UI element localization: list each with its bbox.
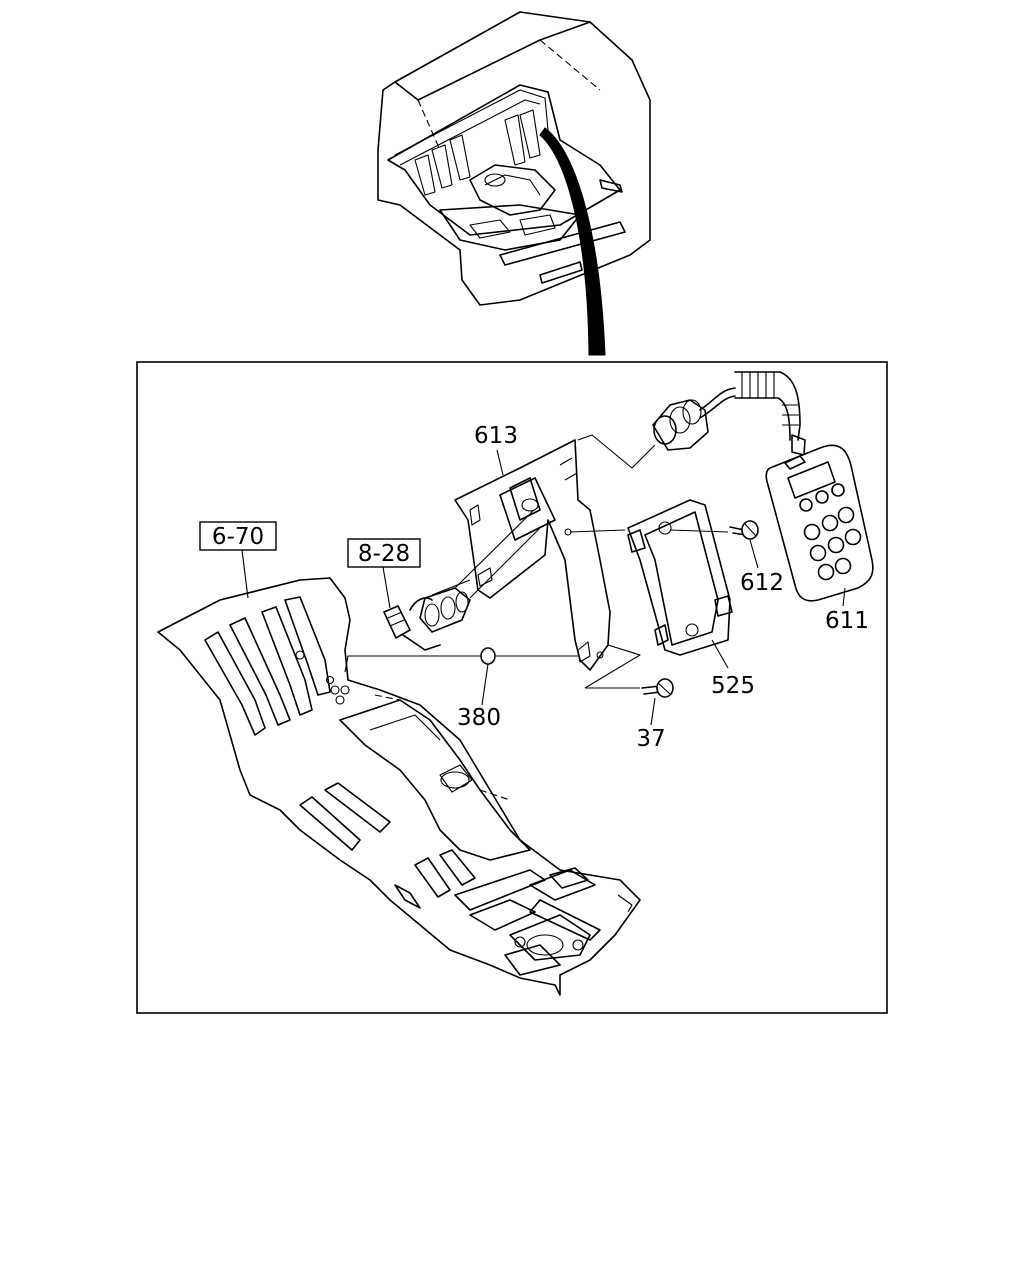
detail-frame xyxy=(136,361,888,1014)
part-613-label: 613 xyxy=(474,423,518,449)
dash-slats xyxy=(414,109,541,196)
remote-611 xyxy=(652,371,874,602)
callout-6-70[interactable]: 6-70 xyxy=(199,521,277,551)
grommet-380 xyxy=(480,647,496,665)
ref-6-70-label: 6-70 xyxy=(212,524,264,550)
leader-lines xyxy=(241,434,846,726)
bolt-37 xyxy=(641,678,674,698)
part-611-label: 611 xyxy=(825,608,869,634)
bolt-612 xyxy=(729,520,759,540)
part-37-label: 37 xyxy=(636,726,665,752)
cab-overview xyxy=(377,11,651,356)
ref-8-28-label: 8-28 xyxy=(358,541,410,567)
part-380-label: 380 xyxy=(457,705,501,731)
part-612-label: 612 xyxy=(740,570,784,596)
bracket-613 xyxy=(454,439,611,671)
module-525 xyxy=(627,499,733,656)
floor-panel xyxy=(157,577,641,996)
harness-connector xyxy=(383,579,471,651)
callout-8-28[interactable]: 8-28 xyxy=(347,538,421,568)
part-525-label: 525 xyxy=(711,673,755,699)
